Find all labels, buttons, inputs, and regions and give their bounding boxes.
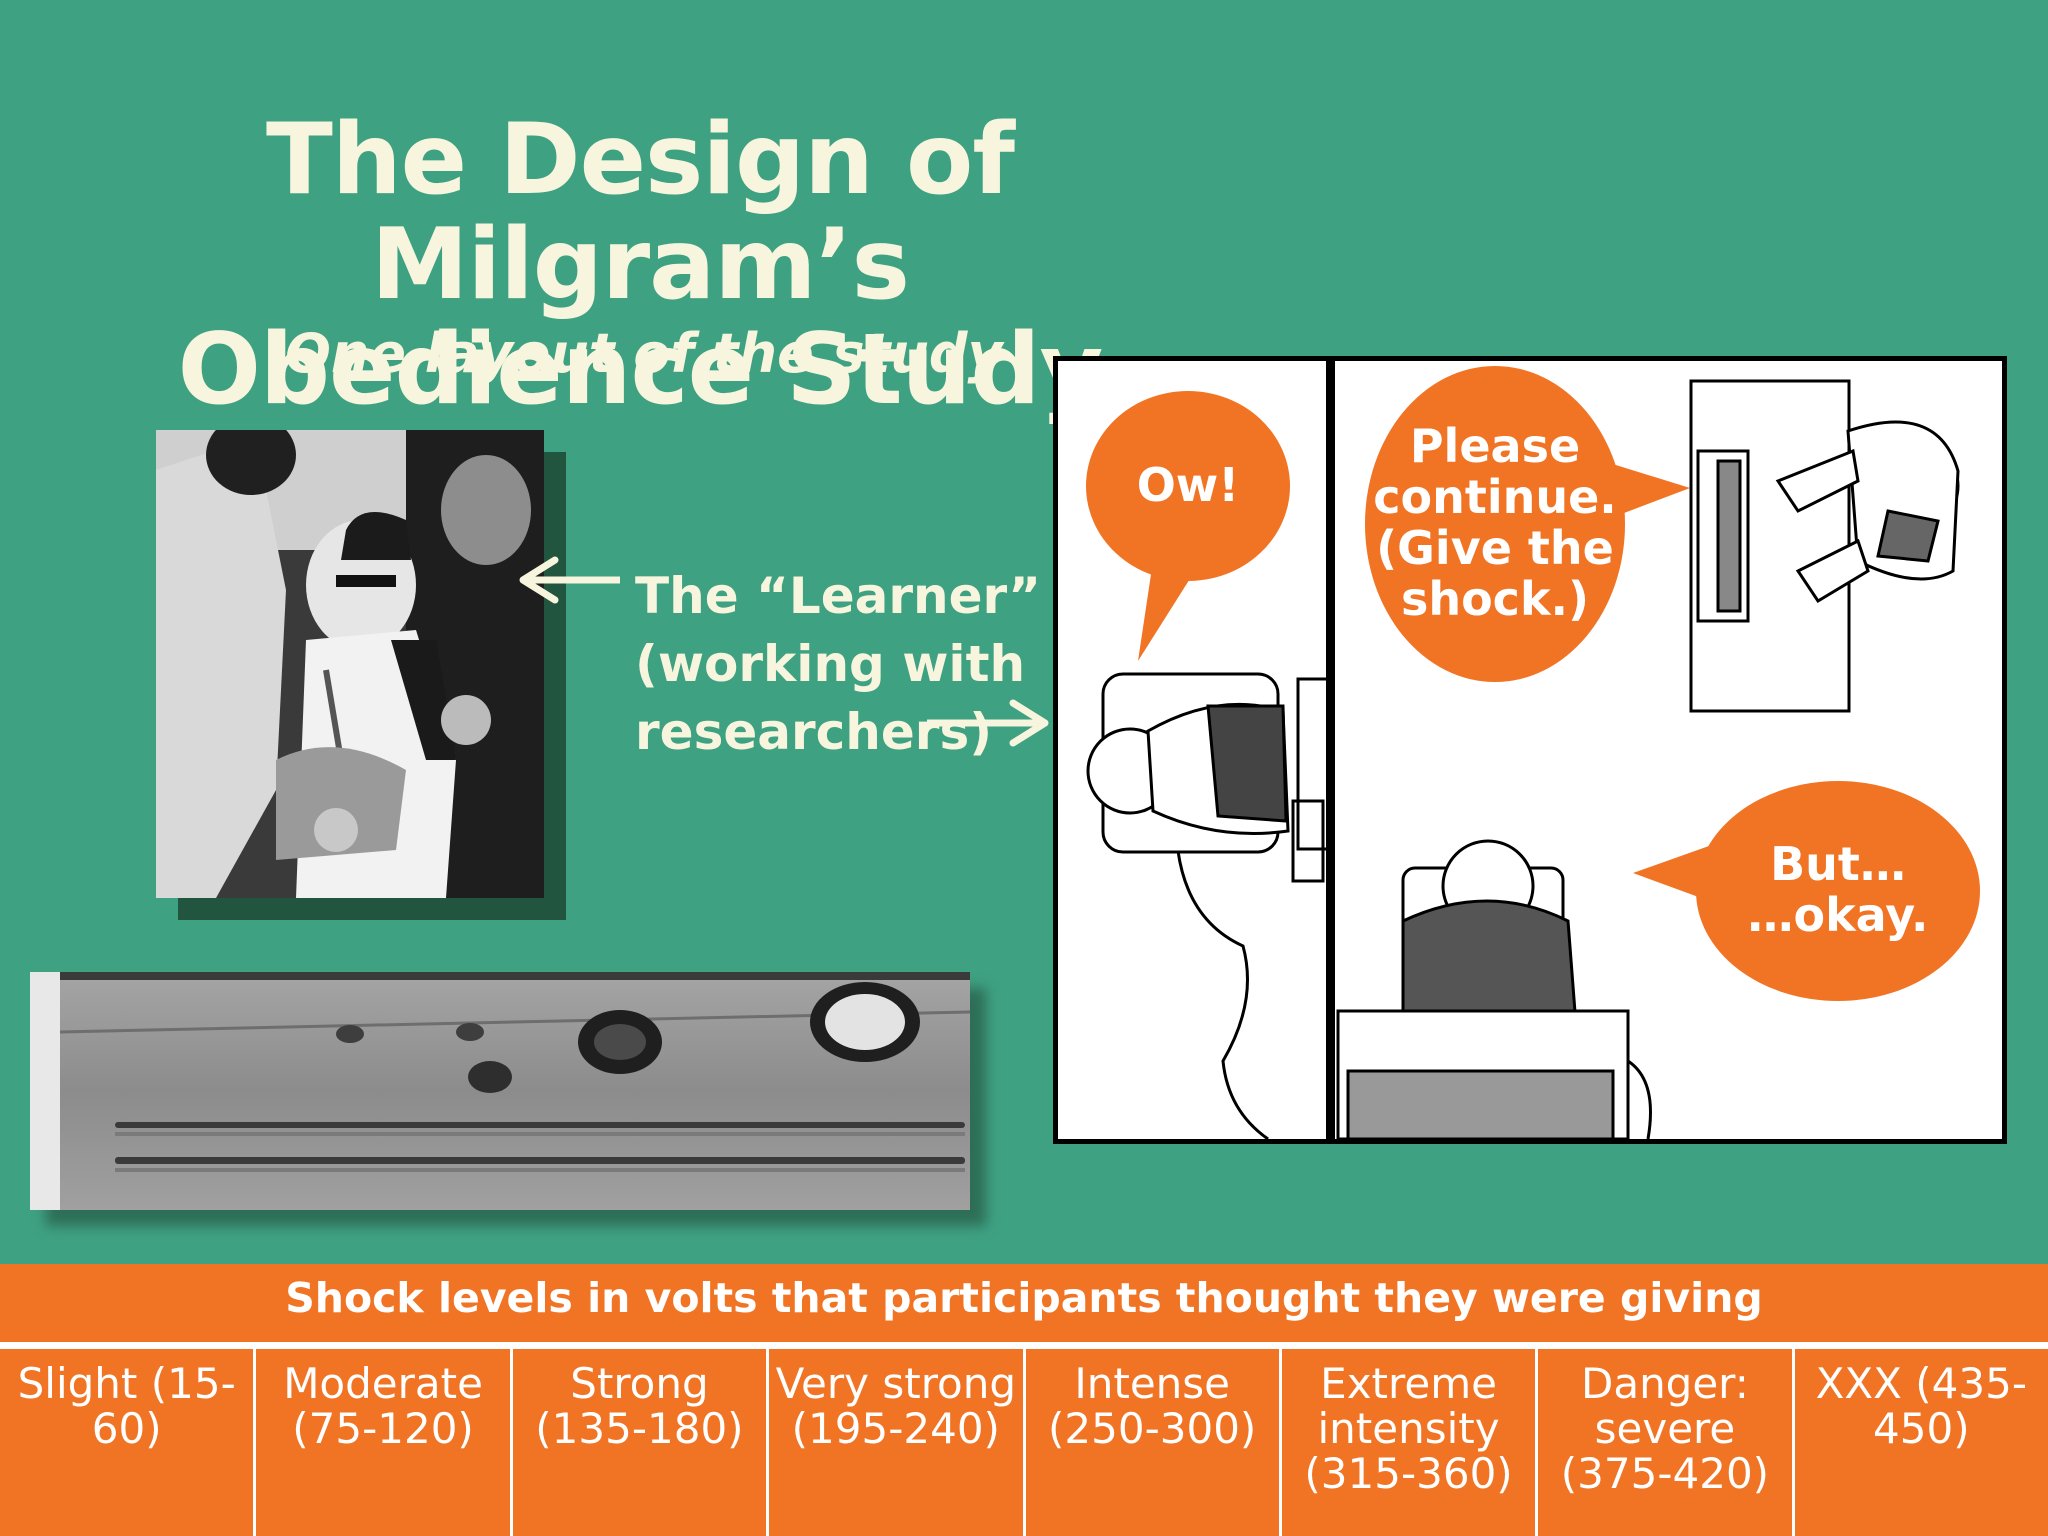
learner-photo	[156, 430, 566, 920]
shock-level-cell: Moderate (75-120)	[256, 1349, 513, 1536]
shock-levels-row: Slight (15-60) Moderate (75-120) Strong …	[0, 1349, 2048, 1536]
slide-title: The Design of Milgram’s Obedience Study	[50, 108, 1230, 423]
arrow-to-photo-icon	[519, 556, 620, 604]
learner-figure	[1086, 672, 1330, 1139]
teacher-speech-text: But… …okay.	[1718, 839, 1958, 941]
shock-level-cell: Slight (15-60)	[0, 1349, 257, 1536]
experimenter-line-3: (Give the	[1376, 521, 1614, 575]
experimenter-speech-bubble	[1365, 366, 1690, 682]
learner-photo-image	[156, 430, 544, 898]
shock-levels-table: Shock levels in volts that participants …	[0, 1264, 2048, 1536]
learner-label-line-1: The “Learner”	[635, 567, 1042, 625]
layout-illustration	[1086, 361, 1960, 1139]
shock-level-cell: Strong (135-180)	[513, 1349, 770, 1536]
study-layout-diagram: Ow! Please continue. (Give the shock.) B…	[1053, 356, 2007, 1144]
learner-speech-text: Ow!	[1136, 458, 1240, 512]
shock-level-cell: Extreme intensity (315-360)	[1282, 1349, 1539, 1536]
shock-level-cell: Intense (250-300)	[1026, 1349, 1282, 1536]
shock-generator-photo	[30, 972, 986, 1226]
title-line-2: Obedience Study	[177, 313, 1104, 427]
experimenter-line-1: Please	[1409, 419, 1581, 473]
teacher-line-1: But…	[1770, 837, 1906, 891]
arrow-to-diagram-icon	[927, 699, 1049, 747]
learner-label-line-2: (working with	[635, 635, 1026, 693]
teacher-line-2: …okay.	[1747, 888, 1929, 942]
shock-table-divider	[0, 1342, 2048, 1349]
shock-level-cell: XXX (435-450)	[1815, 1359, 2027, 1453]
speech-bubbles	[1086, 366, 1980, 1001]
learner-label-line-3: researchers)	[635, 703, 993, 761]
experimenter-speech-text: Please continue. (Give the shock.)	[1365, 421, 1625, 625]
learner-speech-bubble	[1086, 391, 1290, 661]
learner-label: The “Learner” (working with researchers)	[635, 562, 1041, 766]
title-line-1: The Design of Milgram’s	[266, 103, 1015, 322]
experimenter-figure	[1689, 379, 1960, 713]
teacher-figure	[1336, 839, 1652, 1139]
slide-subtitle: One layout of the study	[285, 322, 1003, 385]
shock-generator-image	[30, 972, 970, 1210]
shock-level-cell: Danger: severe (375-420)	[1538, 1349, 1795, 1536]
experimenter-line-2: continue.	[1373, 470, 1617, 524]
teacher-speech-bubble	[1633, 781, 1980, 1001]
shock-level-cell: Very strong (195-240)	[769, 1349, 1026, 1536]
experimenter-line-4: shock.)	[1400, 572, 1590, 626]
shock-table-header: Shock levels in volts that participants …	[285, 1274, 1763, 1322]
